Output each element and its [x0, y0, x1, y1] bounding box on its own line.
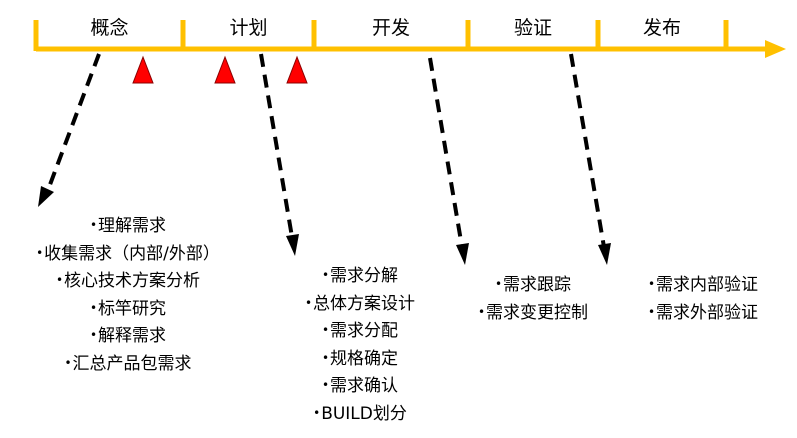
list-item: 收集需求（内部/外部）: [0, 240, 256, 268]
arrow-concept: [46, 53, 101, 191]
arrowhead-plan: [286, 234, 299, 256]
arrowhead-verify: [598, 243, 611, 265]
list-item: 标竿研究: [0, 295, 256, 323]
arrow-dev: [428, 57, 464, 248]
phase-label-release: 发布: [642, 17, 681, 39]
list-item: 解释需求: [0, 322, 256, 350]
phase-label-plan: 计划: [229, 17, 268, 39]
list-item: 理解需求: [0, 212, 256, 240]
list-item: 需求变更控制: [452, 299, 614, 327]
concept-activities-list: 理解需求 收集需求（内部/外部） 核心技术方案分析 标竿研究 解释需求 汇总产品…: [0, 212, 256, 377]
list-item: 总体方案设计: [275, 290, 445, 318]
arrowhead-dev: [456, 243, 469, 265]
verify-activities-list: 需求内部验证 需求外部验证: [617, 271, 789, 326]
milestone-triangle: [286, 55, 308, 84]
milestone-triangle: [132, 55, 154, 84]
list-item: BUILD划分: [275, 400, 445, 428]
list-item: 核心技术方案分析: [0, 267, 256, 295]
arrowhead-concept: [38, 186, 54, 207]
list-item: 需求跟踪: [452, 271, 614, 299]
timeline-arrowhead: [765, 40, 786, 58]
list-item: 规格确定: [275, 345, 445, 373]
list-item: 需求分配: [275, 317, 445, 345]
plan-activities-list: 需求分解 总体方案设计 需求分配 规格确定 需求确认 BUILD划分: [275, 262, 445, 427]
list-item: 需求外部验证: [617, 299, 789, 327]
list-item: 需求分解: [275, 262, 445, 290]
list-item: 需求内部验证: [617, 271, 789, 299]
arrow-plan: [259, 53, 294, 238]
milestone-triangle: [214, 55, 236, 84]
dev-activities-list: 需求跟踪 需求变更控制: [452, 271, 614, 326]
list-item: 汇总产品包需求: [0, 350, 256, 378]
phase-label-verify: 验证: [513, 17, 552, 39]
arrow-verify: [569, 53, 606, 248]
phase-label-concept: 概念: [90, 17, 129, 39]
phase-label-dev: 开发: [371, 17, 410, 39]
list-item: 需求确认: [275, 372, 445, 400]
